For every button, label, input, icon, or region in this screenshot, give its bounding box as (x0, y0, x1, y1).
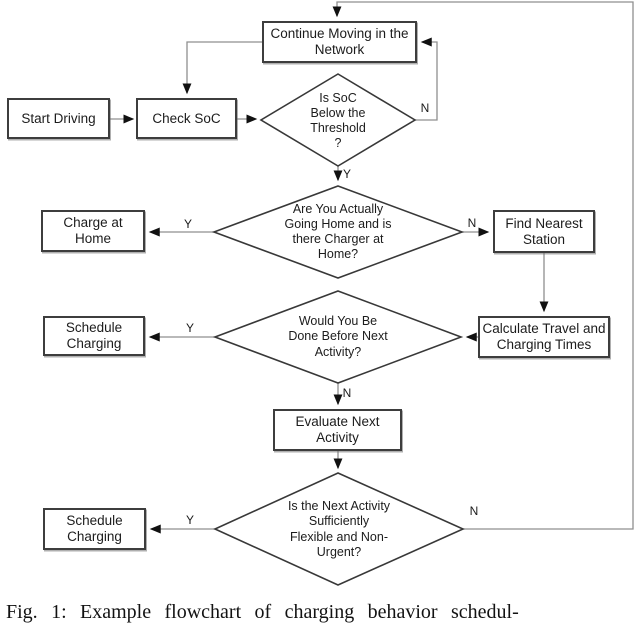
node-continue-moving: Continue Moving in the Network (262, 21, 417, 63)
edge-label-flexible-yes: Y (185, 513, 195, 527)
edge-label-soc-no: N (420, 101, 430, 115)
node-schedule-charging-1: Schedule Charging (43, 316, 145, 356)
node-find-nearest-station: Find Nearest Station (493, 210, 595, 253)
node-calculate-travel-charging-times: Calculate Travel and Charging Times (478, 316, 610, 358)
edge-label-done-yes: Y (185, 321, 195, 335)
edge-label-soc-yes: Y (342, 167, 352, 181)
node-start-driving: Start Driving (7, 98, 110, 139)
edge-label-home-no: N (467, 216, 477, 230)
figure-caption: Fig. 1: Example flowchart of charging be… (6, 601, 519, 623)
edge-label-done-no: N (342, 386, 352, 400)
connector-soc-no-loop (415, 37, 438, 121)
decision-going-home (211, 185, 465, 279)
node-schedule-charging-2: Schedule Charging (43, 508, 146, 550)
node-evaluate-next-activity: Evaluate Next Activity (273, 409, 402, 451)
decision-soc-below-threshold (259, 73, 417, 167)
edge-label-home-yes: Y (183, 217, 193, 231)
node-check-soc: Check SoC (136, 98, 237, 139)
connector-continue-to-check (182, 41, 262, 95)
decision-next-activity-flexible (213, 472, 465, 586)
connector-flexible-no-loop (332, 1, 634, 530)
decision-done-before-next (212, 290, 464, 384)
node-charge-at-home: Charge at Home (41, 210, 145, 252)
edge-label-flexible-no: N (469, 504, 479, 518)
